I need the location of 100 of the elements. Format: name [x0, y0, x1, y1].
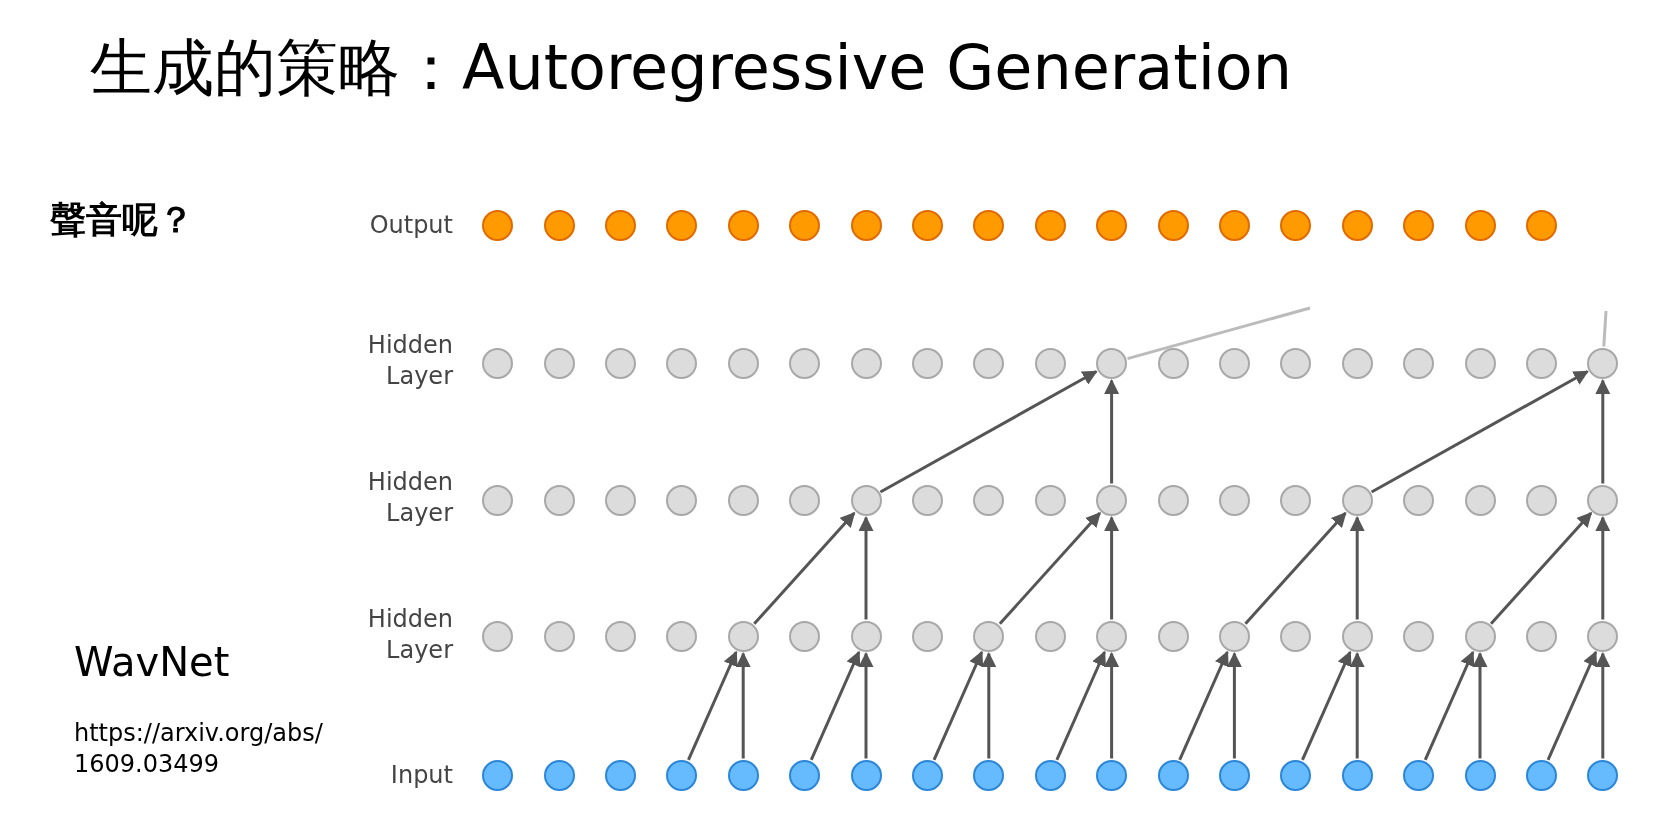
neuron-circle — [1157, 209, 1189, 241]
neuron-circle — [1464, 209, 1496, 241]
neuron-circle — [789, 209, 821, 241]
neuron-circle — [1341, 484, 1373, 516]
arrow — [1104, 652, 1120, 759]
neuron-circle — [789, 484, 821, 516]
neuron-circle — [482, 347, 514, 379]
neuron-circle — [850, 347, 882, 379]
layer-label: Hidden Layer — [366, 467, 453, 530]
arrow — [932, 650, 984, 761]
neuron-circle — [543, 347, 575, 379]
arrow — [1104, 516, 1120, 620]
neuron-circle — [1034, 484, 1066, 516]
arrow — [1595, 652, 1611, 759]
arrow — [1423, 650, 1475, 761]
neuron-circle — [1096, 759, 1128, 791]
neuron-circle — [1280, 759, 1312, 791]
model-name: WavNet — [74, 638, 231, 687]
neuron-circle — [1525, 620, 1557, 652]
neuron-circle — [1157, 484, 1189, 516]
neuron-circle — [1403, 484, 1435, 516]
layer-label: Hidden Layer — [366, 604, 453, 667]
neuron-circle — [973, 209, 1005, 241]
neuron-circle — [543, 759, 575, 791]
arrow — [879, 370, 1098, 494]
neuron-circle — [604, 620, 636, 652]
arrow — [858, 516, 874, 620]
neuron-circle — [850, 484, 882, 516]
neuron-circle — [543, 620, 575, 652]
neuron-circle — [1525, 209, 1557, 241]
arrow — [1489, 511, 1593, 625]
neuron-circle — [1341, 209, 1373, 241]
neuron-circle — [789, 620, 821, 652]
neuron-circle — [911, 759, 943, 791]
neuron-circle — [727, 484, 759, 516]
neuron-circle — [1096, 620, 1128, 652]
neuron-circle — [1218, 620, 1250, 652]
neuron-circle — [1157, 347, 1189, 379]
neuron-circle — [1280, 620, 1312, 652]
neuron-circle — [727, 347, 759, 379]
neuron-circle — [1096, 209, 1128, 241]
neuron-circle — [482, 759, 514, 791]
neuron-circle — [1403, 209, 1435, 241]
question-text: 聲音呢？ — [50, 198, 195, 242]
slide-title: 生成的策略：Autoregressive Generation — [90, 30, 1293, 106]
neuron-circle — [1341, 347, 1373, 379]
neuron-circle — [1218, 759, 1250, 791]
neuron-circle — [1034, 209, 1066, 241]
layer-label: Hidden Layer — [366, 330, 453, 393]
neuron-circle — [911, 347, 943, 379]
neuron-circle — [911, 484, 943, 516]
connector-line — [1602, 310, 1608, 347]
neuron-circle — [1525, 347, 1557, 379]
neuron-circle — [1525, 484, 1557, 516]
neuron-circle — [1587, 620, 1619, 652]
neuron-circle — [1280, 347, 1312, 379]
neuron-circle — [1464, 484, 1496, 516]
neuron-circle — [973, 484, 1005, 516]
arrow — [1226, 652, 1242, 759]
arrow — [687, 650, 738, 761]
neuron-circle — [1403, 759, 1435, 791]
neuron-circle — [1280, 209, 1312, 241]
neuron-circle — [789, 347, 821, 379]
neuron-circle — [1157, 759, 1189, 791]
neuron-circle — [1587, 759, 1619, 791]
neuron-circle — [1403, 620, 1435, 652]
arrow — [1472, 652, 1488, 759]
neuron-circle — [1403, 347, 1435, 379]
neuron-circle — [911, 209, 943, 241]
arrow — [1595, 516, 1611, 620]
neuron-circle — [482, 620, 514, 652]
neuron-circle — [666, 209, 698, 241]
neuron-circle — [666, 620, 698, 652]
arrow — [981, 652, 997, 759]
neuron-circle — [482, 484, 514, 516]
neuron-circle — [666, 759, 698, 791]
arrow — [1349, 652, 1365, 759]
neuron-circle — [850, 759, 882, 791]
arrow — [1349, 516, 1365, 620]
neuron-circle — [1096, 347, 1128, 379]
neuron-circle — [1218, 347, 1250, 379]
neuron-circle — [850, 620, 882, 652]
neuron-circle — [482, 209, 514, 241]
arrow — [753, 511, 856, 625]
neuron-circle — [604, 347, 636, 379]
neuron-circle — [1587, 347, 1619, 379]
neuron-circle — [666, 347, 698, 379]
neuron-circle — [1034, 620, 1066, 652]
neuron-circle — [1096, 484, 1128, 516]
layer-label: Output — [368, 210, 453, 241]
neuron-circle — [666, 484, 698, 516]
neuron-circle — [1464, 620, 1496, 652]
connector-line — [1127, 306, 1311, 361]
arrow — [1595, 379, 1611, 484]
neuron-circle — [543, 209, 575, 241]
arrow — [858, 652, 874, 759]
neuron-circle — [604, 209, 636, 241]
neuron-circle — [1341, 620, 1373, 652]
arrow — [1104, 379, 1120, 484]
neuron-circle — [1525, 759, 1557, 791]
